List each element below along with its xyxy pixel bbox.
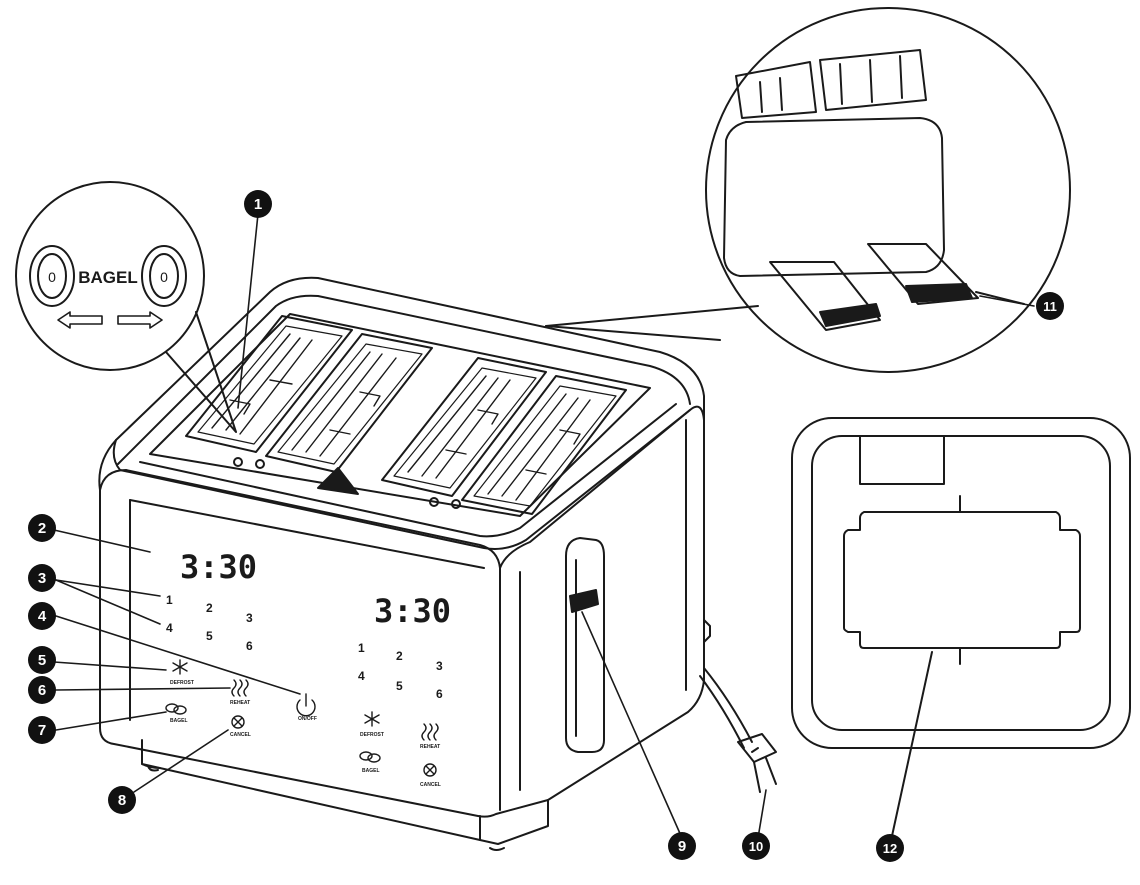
callout-label: 1: [254, 196, 262, 213]
callout-circle: [668, 832, 696, 860]
callout-circle: [876, 834, 904, 862]
callout-label: 2: [38, 520, 46, 537]
left-number-5: 5: [206, 629, 213, 643]
callout-12: 12: [876, 834, 904, 862]
callout-circle: [1036, 292, 1064, 320]
left-number-1: 1: [166, 593, 173, 607]
crumb-tray-inset: [545, 7, 1071, 373]
callout-2: 2: [28, 514, 56, 542]
defrost-icon: [172, 659, 188, 675]
right-reheat-label: REHEAT: [420, 744, 440, 750]
right-cancel-label: CANCEL: [420, 782, 441, 788]
callout-5: 5: [28, 646, 56, 674]
right-number-4: 4: [358, 669, 365, 683]
left-defrost-label: DEFROST: [170, 680, 194, 686]
callout-10: 10: [742, 832, 770, 860]
left-onoff-label: ON/OFF: [298, 716, 317, 722]
power-cord: [699, 667, 777, 793]
right-number-6: 6: [436, 687, 443, 701]
right-defrost-label: DEFROST: [360, 732, 384, 738]
callout-6: 6: [28, 676, 56, 704]
callout-label: 10: [749, 839, 763, 854]
right-number-2: 2: [396, 649, 403, 663]
callout-1: 1: [244, 190, 272, 218]
callout-label: 6: [38, 682, 46, 699]
right-number-5: 5: [396, 679, 403, 693]
callout-3: 3: [28, 564, 56, 592]
callout-label: 3: [38, 570, 46, 587]
toaster-lever: [565, 537, 605, 753]
callout-circle: [28, 564, 56, 592]
bagel-inset: [15, 181, 237, 433]
left-bagel-label: BAGEL: [170, 718, 188, 724]
callout-label: 4: [38, 608, 47, 625]
cancel-icon: [231, 715, 245, 729]
callout-circle: [28, 514, 56, 542]
callout-circle: [28, 646, 56, 674]
callout-9: 9: [668, 832, 696, 860]
defrost-icon-right: [364, 711, 380, 727]
callout-label: 11: [1043, 299, 1057, 314]
callout-11: 11: [1036, 292, 1064, 320]
callout-circle: [28, 716, 56, 744]
callout-label: 5: [38, 652, 46, 669]
callout-label: 8: [118, 792, 126, 809]
power-icon: [296, 693, 316, 717]
right-time-display: 3:30: [374, 592, 451, 630]
cancel-icon-right: [423, 763, 437, 777]
reheat-icon-right: [421, 723, 439, 741]
left-time-display: 3:30: [180, 548, 257, 586]
callout-7: 7: [28, 716, 56, 744]
left-panel-icons: [165, 659, 316, 729]
left-cancel-label: CANCEL: [230, 732, 251, 738]
reheat-icon: [231, 679, 249, 697]
callout-circle: [742, 832, 770, 860]
right-bagel-label: BAGEL: [362, 768, 380, 774]
callout-circle: [28, 676, 56, 704]
left-number-6: 6: [246, 639, 253, 653]
left-number-4: 4: [166, 621, 173, 635]
bagel-icon-right: [359, 751, 381, 763]
callout-label: 9: [678, 838, 686, 855]
right-number-1: 1: [358, 641, 365, 655]
leader-lines: [53, 213, 1035, 839]
left-number-2: 2: [206, 601, 213, 615]
left-reheat-label: REHEAT: [230, 700, 250, 706]
bagel-icon: [165, 703, 187, 715]
bagel-left-symbol: 0: [48, 269, 56, 285]
callout-label: 12: [883, 841, 897, 856]
callout-circle: [28, 602, 56, 630]
right-panel-icons: [359, 711, 439, 777]
callout-label: 7: [38, 722, 46, 739]
callout-circle: [108, 786, 136, 814]
left-number-3: 3: [246, 611, 253, 625]
callout-8: 8: [108, 786, 136, 814]
bagel-inset-label: BAGEL: [78, 268, 138, 287]
toaster-body: [98, 276, 711, 851]
callout-4: 4: [28, 602, 56, 630]
bagel-right-symbol: 0: [160, 269, 168, 285]
callout-circle: [244, 190, 272, 218]
right-number-3: 3: [436, 659, 443, 673]
base-inset: [791, 417, 1131, 837]
toaster-slots: [185, 315, 627, 515]
